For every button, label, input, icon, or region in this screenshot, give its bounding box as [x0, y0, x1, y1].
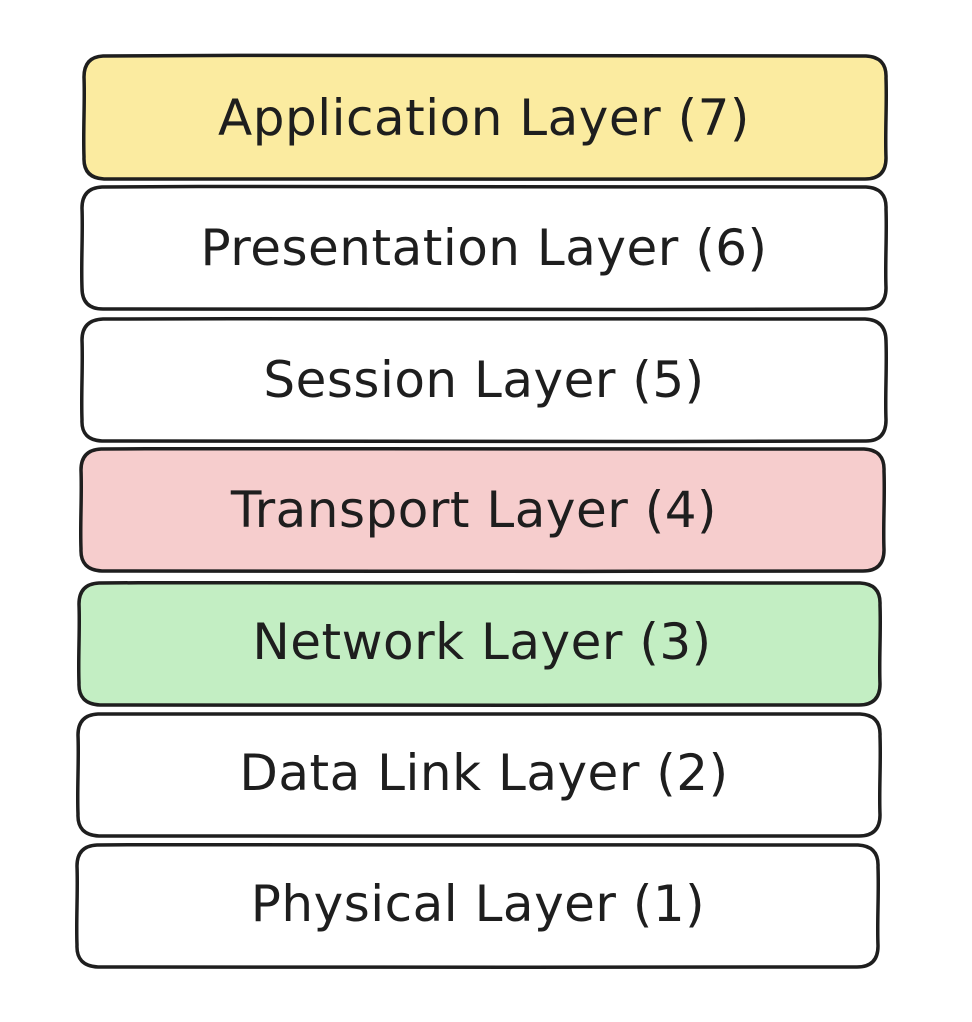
layer-network: Network Layer (3): [76, 580, 883, 708]
layer-label: Physical Layer (1): [251, 875, 705, 933]
layer-data-link: Data Link Layer (2): [75, 711, 883, 839]
layer-box-fill: [79, 584, 880, 704]
layer-transport: Transport Layer (4): [78, 446, 887, 574]
layer-box-outline: [81, 53, 889, 181]
layer-box-outline: [74, 842, 881, 970]
layer-box-fill: [81, 450, 884, 570]
layer-session: Session Layer (5): [79, 317, 889, 444]
layer-application: Application Layer (7): [81, 53, 889, 181]
layer-box-outline: [79, 184, 889, 312]
layer-label: Presentation Layer (6): [200, 219, 767, 277]
layer-box-outline: [76, 580, 883, 708]
layer-label: Transport Layer (4): [230, 481, 717, 539]
layer-label: Application Layer (7): [218, 89, 750, 147]
layer-label: Data Link Layer (2): [239, 744, 728, 802]
layer-label: Network Layer (3): [252, 613, 711, 671]
layer-box-outline: [78, 446, 887, 574]
layer-box-fill: [78, 715, 880, 835]
layer-physical: Physical Layer (1): [74, 842, 881, 970]
layer-box-outline: [75, 711, 883, 839]
layer-box-fill: [84, 57, 886, 178]
layer-presentation: Presentation Layer (6): [79, 184, 889, 312]
layer-label: Session Layer (5): [263, 351, 704, 409]
layer-box-fill: [77, 846, 878, 966]
layer-box-fill: [82, 320, 886, 440]
layer-box-outline: [79, 317, 889, 444]
layer-box-fill: [82, 188, 886, 308]
